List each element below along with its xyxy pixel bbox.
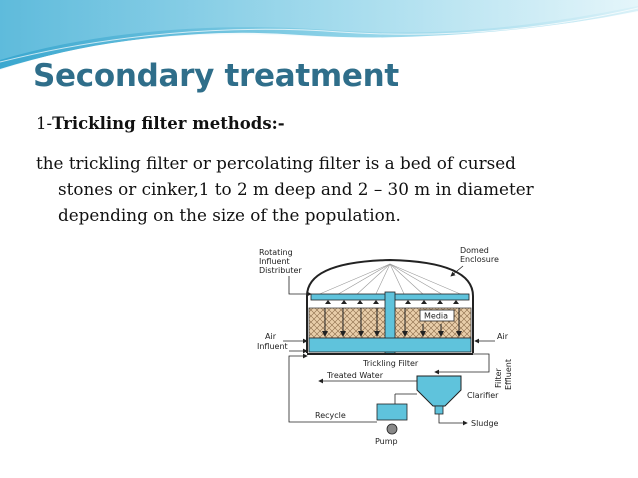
label-trickling-filter: Trickling Filter [362,359,419,368]
filter-effluent-line [434,353,490,375]
section-heading-bold: Trickling filter methods:- [52,114,285,133]
label-enclosure: Enclosure [460,255,499,264]
dome-rays [314,263,466,297]
paragraph-line-1: the trickling filter or percolating filt… [36,153,516,173]
label-recycle: Recycle [315,411,346,420]
label-sludge: Sludge [471,419,499,428]
media-label: Media [424,312,448,321]
label-air-right: Air [497,332,509,341]
label-rotating: Rotating [259,248,293,257]
recycle-wet-well [376,403,408,421]
slide-title: Secondary treatment [33,58,399,94]
trickling-filter-diagram: Media Rotating Influent Distributer Dome… [245,238,530,450]
label-influent-left: Influent [257,342,288,351]
media-label-box [419,309,455,322]
underdrain-water [308,337,472,353]
label-clarifier: Clarifier [467,391,499,400]
label-filter: Filter [494,367,503,388]
description-paragraph: the trickling filter or percolating filt… [36,150,616,228]
label-pump: Pump [375,437,398,446]
label-air-left: Air [265,332,277,341]
recycle-return-line [288,353,377,423]
paragraph-line-3: depending on the size of the population. [58,205,401,225]
clarifier-tank [416,375,462,407]
clarifier-outlet [434,405,444,415]
dome-enclosure-shape [306,258,474,297]
enclosure-pointer [450,265,464,277]
pump-icon [386,423,398,435]
label-treated-water: Treated Water [326,371,384,380]
label-effluent: Effluent [504,359,513,390]
flow-arrows-down [322,308,462,337]
header-wave-decoration [0,0,638,71]
section-heading: 1-Trickling filter methods:- [36,114,285,133]
distributor-nozzles [325,300,459,304]
paragraph-line-2: stones or cinker,1 to 2 m deep and 2 – 3… [58,179,534,199]
sludge-line [438,414,468,426]
label-domed: Domed [460,246,489,255]
distributer-pointer [288,276,312,297]
label-influent-top: Influent [259,257,290,266]
label-distributer: Distributer [259,266,302,275]
section-number: 1- [36,114,53,133]
